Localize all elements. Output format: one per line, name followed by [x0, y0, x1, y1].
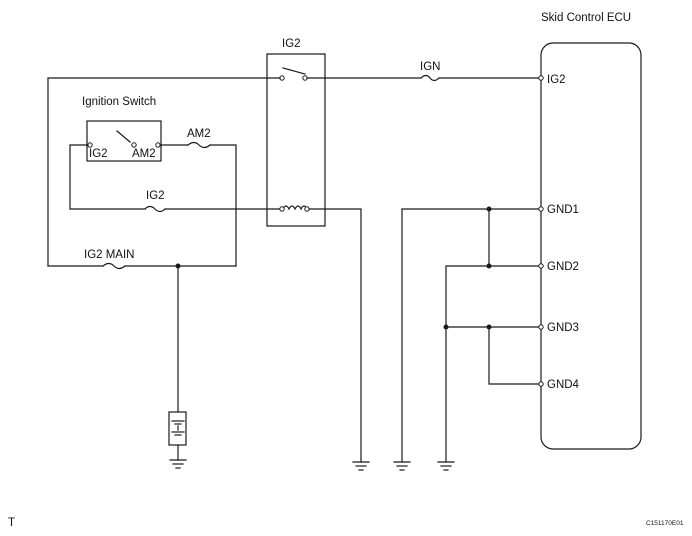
- ground-icon-battery: [169, 459, 187, 469]
- ecu-pin-gnd2: GND2: [547, 261, 579, 273]
- ecu-pin-gnd1: GND1: [547, 204, 579, 216]
- ground-icon-coil: [352, 461, 370, 471]
- relay-contact-switch: [279, 67, 308, 81]
- wire-gnd4: [488, 326, 542, 385]
- wire-gnd2: [445, 265, 542, 463]
- ignition-switch-contact: [87, 130, 161, 148]
- ecu-pin-ig2: IG2: [547, 74, 566, 86]
- ignition-switch-box: [86, 120, 162, 162]
- relay-title: IG2: [282, 38, 301, 50]
- wire-top-left: [47, 77, 281, 267]
- ecu-pin-gnd3: GND3: [547, 322, 579, 334]
- ig2-main-fuse-label: IG2 MAIN: [84, 249, 134, 261]
- battery-icon: [168, 411, 187, 446]
- ignition-switch-title: Ignition Switch: [82, 96, 156, 108]
- ecu-pin-gnd4: GND4: [547, 379, 580, 391]
- ground-icon-gnd2: [437, 461, 455, 471]
- switch-ig2-label: IG2: [89, 148, 108, 160]
- wire-am2-right: [209, 144, 237, 267]
- am2-fuse-label: AM2: [187, 128, 211, 140]
- relay-box: [266, 53, 326, 227]
- relay-coil-icon: [282, 205, 308, 211]
- ign-fuse-label: IGN: [420, 61, 440, 73]
- am2-fuse-icon: [187, 141, 211, 149]
- ecu-box: [540, 42, 642, 450]
- ig2-fuse-icon: [144, 205, 166, 213]
- ground-icon-gnd1: [393, 461, 411, 471]
- figure-code: C151170E01: [646, 520, 684, 527]
- corner-mark: T: [8, 517, 15, 529]
- wire-coil-to-ground: [308, 208, 362, 463]
- ig2-main-fuse-icon: [102, 262, 126, 270]
- wire-gnd1: [401, 208, 542, 463]
- switch-am2-label: AM2: [132, 148, 156, 160]
- ecu-title: Skid Control ECU: [541, 12, 631, 24]
- wire-switch-ig2-loop: [69, 144, 146, 210]
- ign-fuse-icon: [420, 74, 440, 82]
- ig2-fuse-label: IG2: [146, 190, 165, 202]
